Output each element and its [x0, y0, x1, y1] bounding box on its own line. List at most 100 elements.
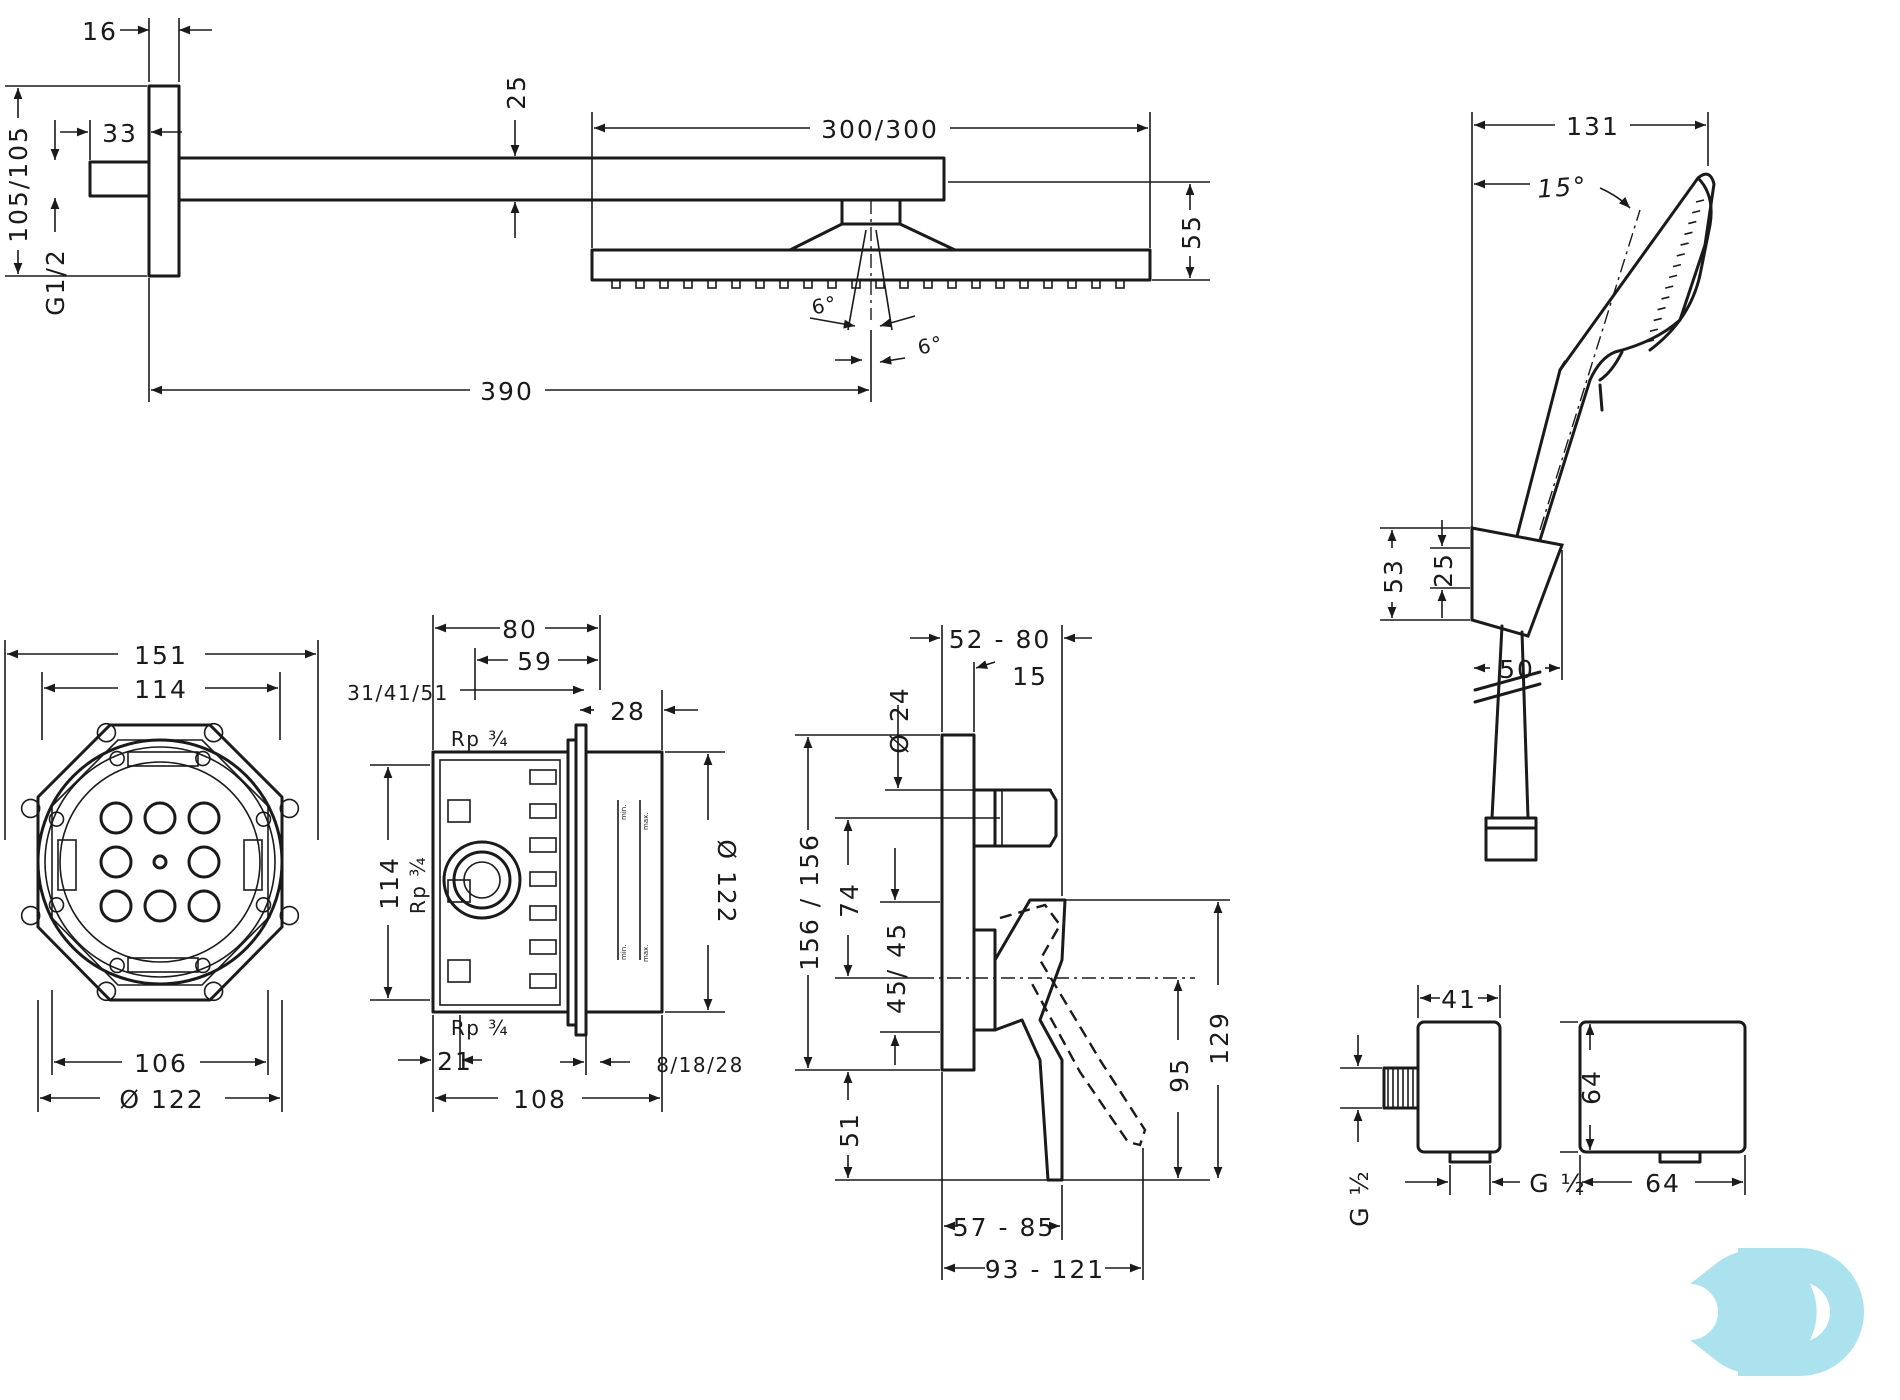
screw-hole	[48, 897, 65, 913]
dim-16-label: 16	[82, 17, 118, 46]
dim-41-label: 41	[1441, 985, 1477, 1014]
max-mark-bottom: max.	[642, 945, 650, 962]
knockout-hole	[187, 845, 221, 879]
knockout-hole	[143, 801, 177, 835]
dim-g12-label: G1/2	[41, 248, 70, 316]
nozzle	[899, 279, 909, 289]
dim-24-label: Ø 24	[885, 686, 914, 753]
dim-59-label: 59	[517, 647, 553, 676]
dim-74-label: 74	[835, 882, 864, 918]
brand-logo-icon	[1690, 1248, 1864, 1376]
screw-hole	[195, 750, 211, 767]
mounting-lug	[279, 798, 300, 819]
dim-390-label: 390	[480, 377, 534, 406]
dim-31-41-51-label: 31/41/51	[347, 681, 449, 705]
knockout-hole	[152, 854, 168, 870]
dim-6-right-label: 6°	[915, 331, 945, 360]
hand-nozzle	[1649, 328, 1659, 333]
mounting-lug	[96, 722, 117, 743]
dim-64-horizontal-label: 64	[1645, 1169, 1681, 1198]
dim-129-label: 129	[1205, 1011, 1234, 1065]
rp-top-label: Rp ¾	[451, 727, 509, 751]
min-mark-bottom: min.	[620, 945, 628, 960]
dim-45-45-label: 45/ 45	[882, 922, 911, 1014]
screw-hole	[195, 957, 211, 974]
mounting-lug	[20, 905, 41, 926]
dim-33-label: 33	[102, 119, 138, 148]
nozzle	[755, 279, 765, 289]
screw-hole	[109, 957, 125, 974]
mounting-lug	[279, 905, 300, 926]
nozzle	[1115, 279, 1125, 289]
side-detail	[447, 799, 471, 823]
nozzle	[923, 279, 933, 289]
knockout-hole	[187, 889, 221, 923]
nozzle	[707, 279, 717, 289]
dim-51-label: 51	[835, 1112, 864, 1148]
nozzle	[635, 279, 645, 289]
nozzle	[971, 279, 981, 289]
screw-hole	[255, 811, 272, 827]
side-detail	[529, 803, 557, 819]
dim-108-label: 108	[513, 1085, 567, 1114]
nozzle	[659, 279, 669, 289]
dim-g12-outlet-left-label: G ½	[1345, 1169, 1374, 1227]
dim-151-label: 151	[134, 641, 188, 670]
overhead-shower-drawing: 16 33 105/105 G1/2 25 300/300 55	[4, 17, 1210, 406]
nozzle	[1091, 279, 1101, 289]
rp-side-label: Rp ¾	[406, 856, 430, 914]
dim-300-label: 300/300	[821, 115, 939, 144]
dim-122-box-label: Ø 122	[119, 1085, 204, 1114]
hand-nozzle	[1695, 199, 1705, 203]
knockout-hole	[99, 845, 133, 879]
hand-nozzle	[1680, 242, 1689, 246]
hand-nozzle	[1668, 274, 1678, 279]
angle-15-label: 15°	[1536, 171, 1588, 203]
dim-114-top-label: 114	[134, 675, 188, 704]
nozzle	[827, 279, 837, 289]
side-detail	[529, 837, 557, 853]
dim-95-label: 95	[1165, 1057, 1194, 1093]
hand-nozzle	[1657, 306, 1666, 311]
nozzle	[683, 279, 693, 289]
hand-nozzle	[1684, 231, 1693, 236]
side-detail	[447, 959, 471, 983]
dim-8-18-28-label: 8/18/28	[656, 1053, 744, 1077]
dim-g12-outlet-bottom-label: G ½	[1529, 1169, 1587, 1198]
hand-nozzle	[1661, 296, 1670, 300]
hand-nozzle	[1676, 253, 1685, 257]
side-detail	[529, 973, 557, 989]
nozzle	[611, 279, 621, 289]
min-mark-top: min.	[620, 805, 628, 820]
dim-21-label: 21	[437, 1047, 473, 1076]
dim-131-label: 131	[1566, 112, 1620, 141]
dim-6-left-label: 6°	[809, 291, 839, 320]
dim-55-label: 55	[1177, 214, 1206, 250]
screw-hole	[255, 897, 272, 913]
nozzle	[1043, 279, 1053, 289]
side-detail	[529, 871, 557, 887]
mounting-box-side-view: min. max. min. max. 80 59 31/41/51 28 Rp…	[347, 615, 744, 1114]
nozzle	[995, 279, 1005, 289]
hand-nozzle	[1691, 209, 1701, 214]
dim-52-80-label: 52 - 80	[949, 625, 1052, 654]
side-detail	[529, 769, 557, 785]
knockout-hole	[99, 889, 133, 923]
nozzle	[779, 279, 789, 289]
nozzle	[1067, 279, 1077, 289]
max-mark-top: max.	[642, 813, 650, 830]
screw-hole	[109, 750, 125, 767]
dim-53-label: 53	[1379, 558, 1408, 594]
dim-25-label: 25	[502, 74, 531, 110]
mixer-side-view: 52 - 80 15 Ø 24 156 / 156 74 45/ 45 51	[795, 625, 1234, 1284]
side-detail	[529, 939, 557, 955]
knockout-hole	[99, 801, 133, 835]
hand-nozzle	[1653, 317, 1662, 322]
mounting-lug	[203, 722, 224, 743]
nozzle	[731, 279, 741, 289]
dim-25-holder-label: 25	[1429, 552, 1458, 588]
screw-hole	[48, 811, 65, 827]
dim-28-label: 28	[610, 697, 646, 726]
dim-156-label: 156 / 156	[795, 833, 824, 971]
